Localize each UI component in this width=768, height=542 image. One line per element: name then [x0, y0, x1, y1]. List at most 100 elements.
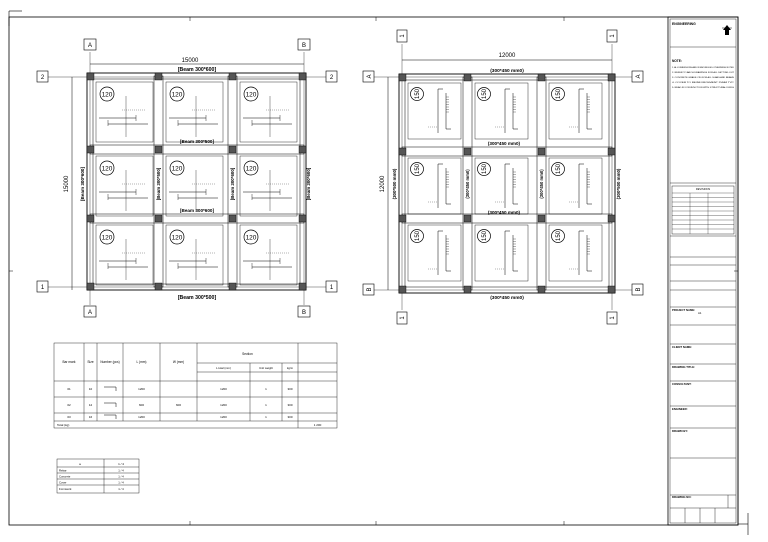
bar-shape-icon	[104, 386, 117, 391]
slab-panel: 120	[239, 224, 298, 286]
axis-bubble-bottom-right: B	[302, 310, 306, 316]
left-beam-left: [Beam 300*600]	[80, 167, 85, 201]
slab-thickness-label: 120	[172, 166, 183, 173]
slab-thickness-label: 120	[246, 235, 257, 242]
note-line: 3. CONCRETE GRADE C30 FOR ALL SLABS AND …	[672, 76, 735, 79]
schedule-cell: 600	[176, 403, 181, 407]
slab-thickness-marker	[169, 160, 185, 176]
schedule-subheader: L total (mm)	[216, 366, 231, 370]
right-beam-right: (300*500 mm0)	[616, 168, 621, 199]
right-beam-vert-inner-left: (300*450 mm0)	[465, 169, 470, 199]
note-line: 5. READ IN CONJUNCTION WITH STRUCTURAL D…	[672, 86, 735, 89]
slab-thickness-label: 150	[482, 230, 488, 241]
axis-bubble-bottom-left: A	[88, 310, 92, 316]
axis-bubble-bottom-left: 1	[400, 316, 406, 320]
slab-thickness-label: 150	[415, 230, 421, 241]
slab-thickness-label: 150	[556, 88, 562, 99]
right-beam-mid-lower: (300*450 mm0)	[488, 210, 521, 215]
right-beam-top: (300*450 mm0)	[490, 68, 524, 74]
slab-panel: 120	[165, 155, 224, 217]
left-beam-mid-upper: [Beam 300*500]	[180, 139, 214, 144]
slab-panel: 120	[239, 155, 298, 217]
schedule-subheader: Unit weight	[259, 366, 273, 370]
left-beam-vert-inner-right: [Beam 300*600]	[230, 167, 235, 200]
summary-cell: 1 / 4	[118, 481, 124, 485]
slab-thickness-marker	[410, 229, 424, 243]
right-dim-left: 12000	[380, 175, 386, 192]
slab-thickness-label: 120	[172, 235, 183, 242]
revisions-title: REVISIONS	[696, 187, 710, 191]
slab-thickness-marker	[243, 229, 259, 245]
summary-cell: 1 / 4	[118, 469, 124, 473]
slab-thickness-marker	[169, 229, 185, 245]
title-field-label: DRAWING TITLE:	[672, 365, 695, 369]
schedule-cell: 02	[67, 403, 71, 407]
slab-thickness-marker	[551, 229, 565, 243]
schedule-cell: 1200	[220, 387, 227, 391]
schedule-footer-value: 1 200	[314, 423, 322, 427]
axis-bubble-left-top: 2	[41, 75, 45, 81]
slab-panel: 150	[407, 157, 462, 215]
note-line: 2. REFER TO ARCH DRAWINGS FOR ALL SETTIN…	[672, 71, 735, 74]
slab-thickness-marker	[477, 229, 491, 243]
slab-thickness-label: 150	[556, 230, 562, 241]
bar-shape-icon	[104, 402, 117, 407]
slab-thickness-marker	[477, 87, 491, 101]
axis-bubble-top-left: 1	[400, 34, 406, 38]
slab-panel: 120	[239, 81, 298, 143]
axis-bubble-top-left: A	[88, 43, 92, 49]
schedule-header: Section	[242, 352, 253, 356]
slab-panel: 120	[95, 81, 154, 143]
slab-thickness-marker	[99, 86, 115, 102]
schedule-cell: 1200	[138, 387, 145, 391]
summary-cell: Rebar	[59, 469, 67, 473]
left-dim-top: 15000	[182, 58, 199, 64]
schedule-cell: 12	[89, 403, 93, 407]
summary-cell: Concrete	[59, 475, 71, 479]
right-dim-top: 12000	[499, 53, 516, 59]
axis-bubble-right-bottom: 1	[330, 285, 334, 291]
left-beam-top: [Beam 300*600]	[178, 67, 217, 73]
slab-thickness-marker	[169, 86, 185, 102]
left-beam-right: [Beam 300*600]	[306, 167, 311, 200]
slab-thickness-label: 120	[172, 92, 183, 99]
slab-thickness-label: 120	[102, 92, 113, 99]
axis-bubble-left-top: A	[367, 74, 373, 78]
right-beam-mid-upper: (300*450 mm0)	[488, 141, 521, 146]
schedule-cell: 600	[139, 403, 144, 407]
summary-header: 1 / 4	[118, 462, 124, 466]
slab-thickness-label: 150	[415, 88, 421, 99]
left-beam-bottom: [Beam 300*500]	[178, 295, 217, 301]
schedule-cell: 300	[287, 403, 292, 407]
summary-cell: Formwork	[59, 487, 72, 491]
schedule-cell: 300	[287, 387, 292, 391]
slab-thickness-marker	[243, 160, 259, 176]
left-dim-left: 15000	[64, 175, 70, 192]
slab-thickness-label: 150	[415, 163, 421, 174]
schedule-cell: 1	[265, 403, 267, 407]
slab-panel: 150	[474, 157, 529, 215]
axis-bubble-bottom-right: 1	[610, 316, 616, 320]
title-field-label: ENGINEER:	[672, 407, 688, 411]
schedule-cell: 1200	[220, 415, 227, 419]
slab-thickness-marker	[99, 160, 115, 176]
slab-thickness-marker	[477, 162, 491, 176]
schedule-cell: 16	[89, 415, 93, 419]
north-arrow-icon	[722, 25, 732, 35]
slab-panel: 150	[407, 82, 462, 140]
axis-bubble-top-right: B	[302, 43, 306, 49]
slab-panel: 150	[548, 82, 603, 140]
schedule-subheader: kg/m	[287, 366, 294, 370]
schedule-cell: 03	[67, 415, 71, 419]
slab-thickness-marker	[410, 162, 424, 176]
slab-thickness-label: 120	[246, 92, 257, 99]
schedule-header: Size	[87, 360, 93, 364]
right-beam-left: (300*500 mm0)	[392, 168, 397, 199]
slab-thickness-marker	[99, 229, 115, 245]
slab-thickness-label: 150	[482, 163, 488, 174]
bar-schedule-table	[53, 342, 338, 429]
left-beam-vert-inner-left: [Beam 300*500]	[156, 167, 161, 200]
slab-panel: 150	[548, 157, 603, 215]
slab-panel: 120	[95, 224, 154, 286]
